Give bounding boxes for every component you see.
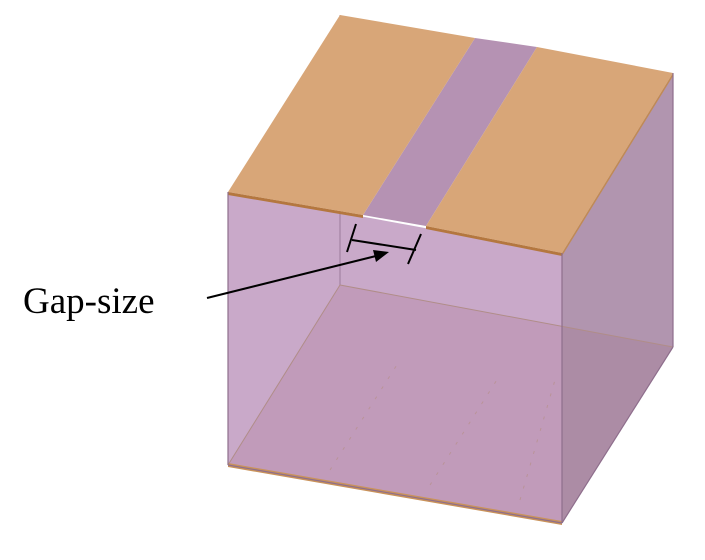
left-electrode-top: [228, 15, 475, 215]
right-electrode-front-edge: [426, 226, 562, 256]
left-electrode: [228, 15, 475, 218]
right-electrode-top: [426, 47, 673, 253]
substrate-front-face: [228, 192, 562, 523]
arrowhead: [373, 250, 389, 262]
box-outline: [227, 73, 674, 524]
substrate-right-face: [562, 73, 673, 523]
gap-tick-left: [346, 223, 357, 253]
bottom-grid-marks: [329, 359, 556, 501]
right-electrode: [426, 47, 673, 256]
substrate-top-gap-strip: [363, 38, 537, 226]
gap-dimension-marker: [346, 223, 422, 265]
gap-size-label: Gap-size: [23, 281, 155, 322]
gap-dimension-line: [351, 239, 417, 251]
hidden-back-bottom-edge: [339, 284, 674, 348]
right-electrode-side-edge: [562, 73, 673, 256]
hidden-left-bottom-edge: [227, 284, 341, 466]
gap-annotation-arrow: [206, 250, 389, 299]
left-electrode-front-edge: [228, 192, 363, 218]
